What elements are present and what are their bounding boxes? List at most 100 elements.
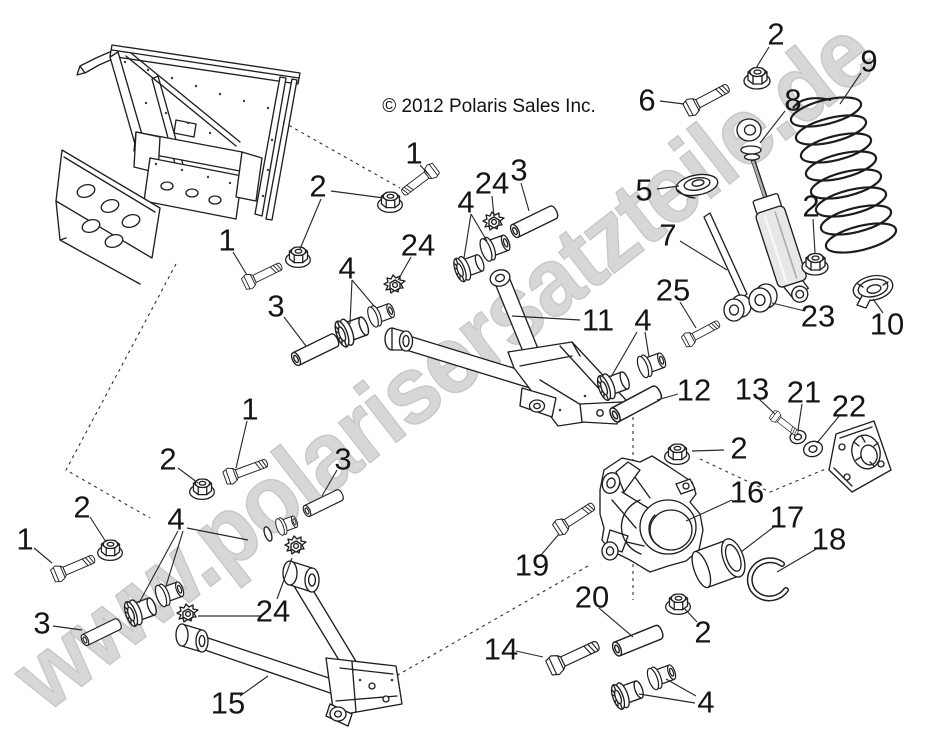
leader-line [691,449,725,452]
part-callout-4: 4 [634,303,651,338]
part-callout-2: 2 [694,615,711,650]
spring-retainer-drawing [852,274,894,309]
leader-line [656,393,679,401]
part-callout-1: 1 [16,522,33,557]
leader-line [872,298,884,314]
part-callout-12: 12 [677,373,711,408]
leader-line [755,46,770,69]
leader-line [235,420,248,469]
leader-line [515,650,544,658]
bushings [121,229,680,712]
leader-line [679,301,697,329]
leader-line [520,182,530,212]
leader-line [638,693,696,704]
leader-line [812,218,816,254]
part-callout-6: 6 [638,83,655,118]
leader-line [839,72,862,105]
leader-line [685,499,733,522]
part-callout-15: 15 [211,686,245,721]
leader-line [758,398,776,415]
part-callout-2: 2 [73,490,90,525]
snap-ring-drawing [746,557,789,602]
leader-line [321,469,338,497]
part-callout-18: 18 [812,522,846,557]
leader-line [165,530,184,587]
leader-line [683,607,698,623]
part-callout-10: 10 [870,307,904,342]
leader-line [598,607,634,638]
part-callout-9: 9 [860,44,877,79]
leader-line [776,547,819,573]
part-callout-2: 2 [802,189,819,224]
knuckle-drawing [599,455,704,573]
part-callout-20: 20 [575,580,609,615]
shock-bushings-drawing [723,283,778,322]
part-callout-24: 24 [475,166,509,201]
coil-spring-drawing [789,96,898,254]
frame-drawing [55,44,301,285]
leader-line [610,331,638,378]
part-callout-14: 14 [484,632,518,667]
leader-line [540,533,560,556]
spring-seat-drawing [675,173,719,199]
part-callout-17: 17 [770,500,804,535]
leader-line [351,279,375,307]
carrier-bushing-drawing [691,538,746,589]
leader-line [33,547,53,564]
part-callout-19: 19 [515,548,549,583]
shock-absorber-drawing [736,118,810,303]
leader-line [138,530,179,604]
part-callout-4: 4 [697,685,714,720]
part-callout-3: 3 [510,153,527,188]
leader-line [797,403,803,431]
part-callout-4: 4 [457,185,474,220]
part-callout-22: 22 [832,389,866,424]
part-callout-7: 7 [659,218,676,253]
part-callout-16: 16 [730,475,764,510]
leader-line [349,279,353,325]
part-callout-3: 3 [334,442,351,477]
leader-line [759,110,786,144]
part-callout-2: 2 [309,169,326,204]
part-callout-11: 11 [582,303,614,338]
upper-control-arm-drawing [384,269,627,427]
part-callout-25: 25 [656,273,690,308]
leader-line [771,302,806,312]
leader-line [299,198,322,250]
leader-line [330,190,385,199]
part-callout-3: 3 [33,606,50,641]
part-callout-1: 1 [241,392,258,427]
part-callout-4: 4 [167,502,184,537]
leader-line [397,256,412,281]
washer-22-drawing [802,440,824,458]
part-callout-8: 8 [784,83,801,118]
part-callout-23: 23 [801,299,835,334]
leader-line [186,527,249,541]
caliper-mount-drawing [828,420,892,493]
part-callout-24: 24 [256,594,290,629]
leader-line [283,316,307,347]
leader-line [816,414,841,444]
leader-line [644,331,650,358]
leader-line [239,675,269,697]
leader-line [89,516,107,543]
part-callout-5: 5 [635,173,652,208]
leader-line [463,213,472,259]
part-callout-2: 2 [767,17,784,52]
frame-rivets [123,60,274,198]
part-callout-21: 21 [787,375,821,410]
leader-line [419,164,430,176]
part-callout-4: 4 [338,251,355,286]
leader-line [740,525,776,553]
part-callout-13: 13 [735,372,769,407]
leader-line [232,251,248,276]
leader-line [52,625,83,631]
lower-control-arm-drawing [175,560,403,727]
leader-line [665,678,697,697]
part-callout-2: 2 [159,442,176,477]
leader-line [511,315,581,321]
leader-line [177,467,199,484]
